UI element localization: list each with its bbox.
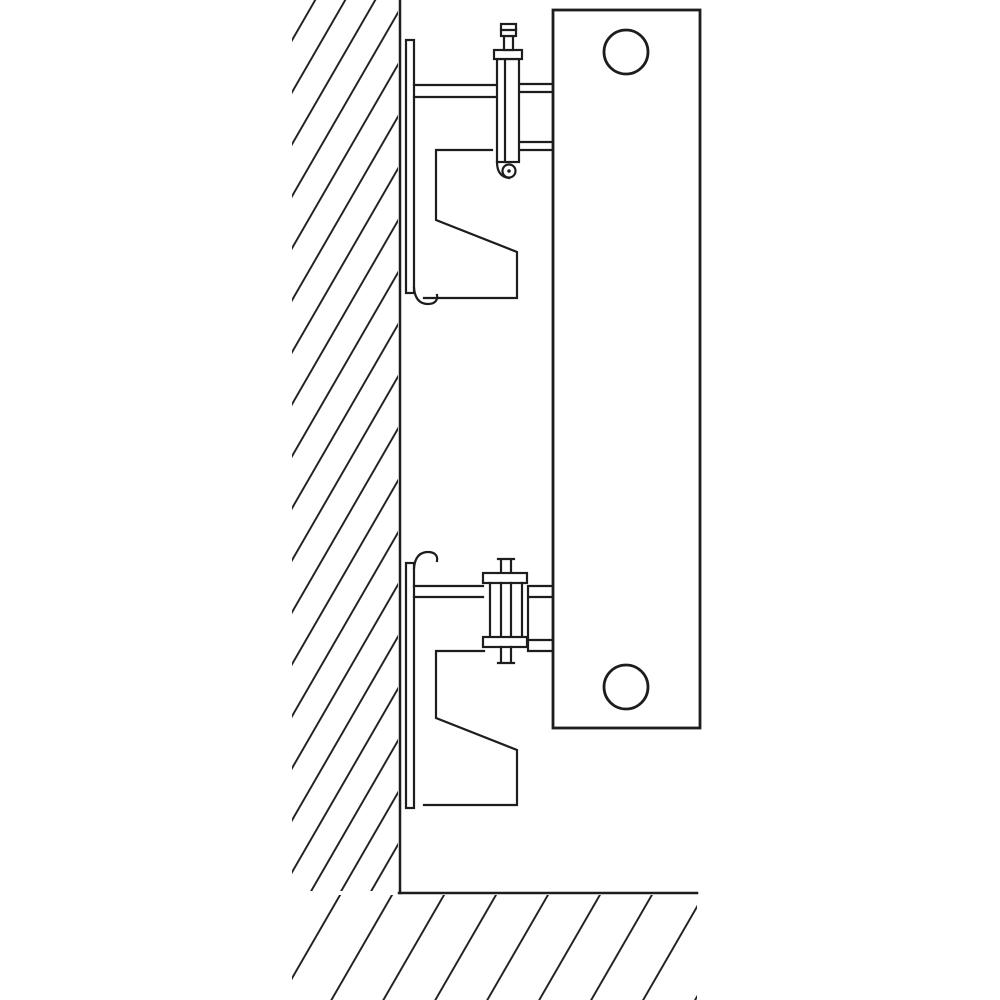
lower-bracket-hook bbox=[412, 550, 439, 570]
bolt-lower-flange bbox=[481, 635, 529, 649]
radiator-bottom-port bbox=[602, 663, 650, 711]
bolt-upper-flange bbox=[481, 571, 529, 585]
upper-hanging-tab bbox=[516, 82, 555, 152]
clip-screw-neck bbox=[502, 34, 515, 52]
floor-section bbox=[292, 891, 699, 1000]
fixing-bolt bbox=[481, 557, 529, 665]
lower-bracket-back-plate bbox=[404, 561, 416, 810]
lower-bracket-arm-profile bbox=[422, 649, 519, 807]
lower-bracket bbox=[404, 550, 555, 810]
upper-bracket-arm-top bbox=[412, 83, 498, 99]
upper-bracket-arm-profile bbox=[422, 148, 519, 300]
upper-bracket-back-plate bbox=[404, 38, 416, 295]
upper-bracket bbox=[404, 22, 555, 306]
clip-collar bbox=[492, 48, 524, 61]
bolt-shank bbox=[488, 581, 524, 639]
floor-hatch bbox=[292, 895, 697, 1000]
bolt-top-tail bbox=[496, 557, 516, 575]
lower-bracket-arm-top bbox=[412, 584, 485, 599]
upper-bracket-hook bbox=[412, 286, 439, 306]
clip-pivot-center bbox=[507, 169, 511, 173]
bolt-bottom-tail bbox=[496, 645, 516, 665]
retaining-clip bbox=[492, 22, 524, 180]
wall-hatch bbox=[292, 0, 398, 891]
radiator-body bbox=[551, 8, 702, 730]
radiator-top-port bbox=[602, 28, 650, 76]
wall-section bbox=[292, 0, 402, 895]
radiator-panel bbox=[551, 8, 702, 730]
clip-body bbox=[495, 57, 521, 164]
lower-hanging-tab bbox=[526, 584, 555, 653]
